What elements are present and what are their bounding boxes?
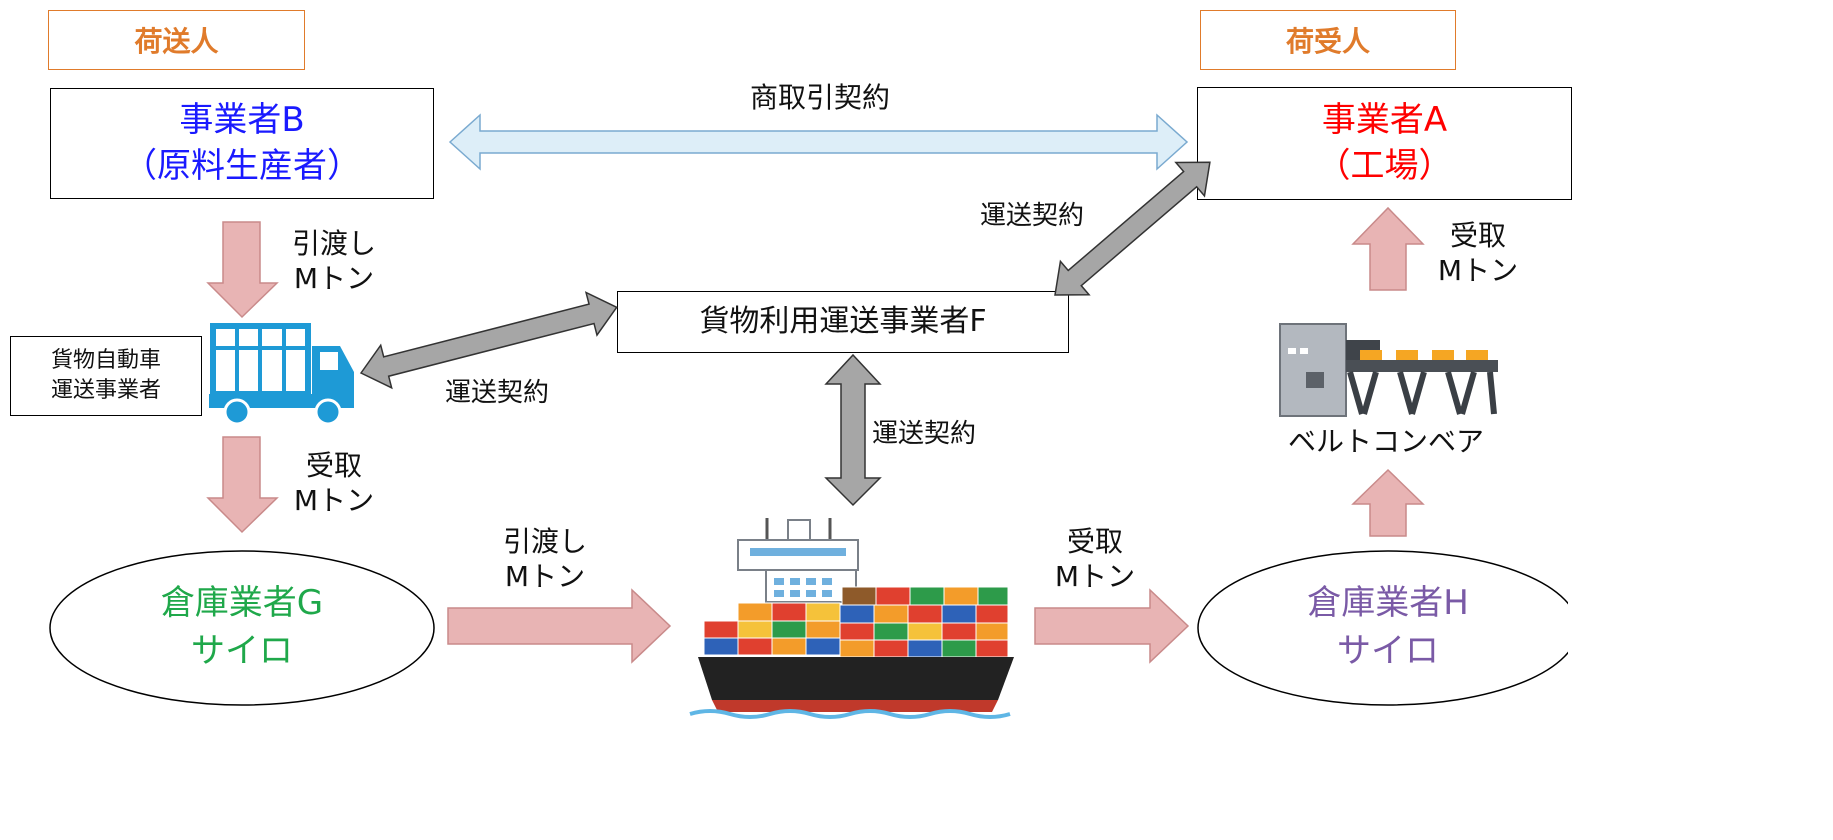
flow-g-to-ship-label: 引渡し Mトン bbox=[490, 524, 600, 594]
warehouse-g-ellipse bbox=[49, 550, 435, 706]
flow-truck-to-g-label: 受取 Mトン bbox=[284, 448, 384, 518]
warehouse-h-name: 倉庫業者H bbox=[1307, 583, 1469, 623]
business-a-subtitle: （工場） bbox=[1316, 145, 1453, 186]
warehouse-g-name: 倉庫業者G bbox=[160, 583, 324, 623]
business-b-subtitle: （原料生産者） bbox=[123, 145, 361, 186]
contract-f-to-truck-label: 運送契約 bbox=[445, 378, 550, 408]
truck-operator-line1: 貨物自動車 bbox=[50, 348, 161, 374]
truck-icon bbox=[209, 323, 354, 426]
flow-conveyor-to-a-label: 受取 Mトン bbox=[1428, 218, 1528, 288]
diagram-graphics bbox=[49, 113, 1568, 719]
business-a-name: 事業者A bbox=[1321, 99, 1448, 140]
flow-conveyor-to-a-line1: 受取 bbox=[1449, 219, 1506, 252]
flow-arrow-b-to-truck bbox=[206, 221, 279, 319]
shipper-role-label: 荷送人 bbox=[48, 10, 305, 70]
truck-operator-line2: 運送事業者 bbox=[50, 378, 161, 403]
flow-g-to-ship-line2: Mトン bbox=[504, 560, 586, 593]
flow-ship-to-h-line1: 受取 bbox=[1066, 525, 1123, 558]
flow-ship-to-h-label: 受取 Mトン bbox=[1045, 524, 1145, 594]
warehouse-h-ellipse bbox=[1197, 550, 1568, 706]
flow-arrow-truck-to-g bbox=[206, 436, 279, 534]
contract-arrow-f-to-ship bbox=[824, 353, 882, 507]
business-a-box: 事業者A （工場） bbox=[1197, 87, 1572, 200]
flow-truck-to-g-line2: Mトン bbox=[293, 484, 375, 517]
freight-forwarder-f-box: 貨物利用運送事業者F bbox=[617, 291, 1069, 353]
container-ship-icon bbox=[689, 518, 1014, 719]
flow-b-to-truck-label: 引渡し Mトン bbox=[284, 226, 384, 296]
warehouse-h-subtitle: サイロ bbox=[1337, 630, 1439, 671]
flow-arrow-conveyor-to-a bbox=[1351, 206, 1425, 291]
flow-ship-to-h-line2: Mトン bbox=[1054, 560, 1136, 593]
warehouse-g-subtitle: サイロ bbox=[191, 630, 293, 671]
consignee-role-label: 荷受人 bbox=[1200, 10, 1456, 70]
flow-arrow-h-to-conveyor bbox=[1351, 468, 1425, 537]
truck-operator-box: 貨物自動車 運送事業者 bbox=[10, 336, 202, 416]
flow-g-to-ship-line1: 引渡し bbox=[502, 525, 587, 558]
flow-arrow-ship-to-h bbox=[1034, 588, 1190, 664]
warehouse-g-label: 倉庫業者G サイロ bbox=[90, 580, 394, 675]
freight-forwarder-f-name: 貨物利用運送事業者F bbox=[699, 303, 987, 339]
flow-b-to-truck-line2: Mトン bbox=[293, 262, 375, 295]
belt-conveyor-icon bbox=[1279, 323, 1498, 417]
contract-arrow-f-to-truck bbox=[359, 291, 618, 390]
commercial-contract-arrow bbox=[448, 113, 1189, 171]
flow-b-to-truck-line1: 引渡し bbox=[291, 227, 376, 260]
conveyor-label: ベルトコンベア bbox=[1288, 425, 1485, 458]
flow-arrow-g-to-ship bbox=[447, 588, 672, 664]
commercial-contract-label: 商取引契約 bbox=[749, 81, 890, 114]
business-b-name: 事業者B bbox=[179, 99, 305, 140]
contract-arrow-f-to-a bbox=[1054, 161, 1211, 296]
flow-conveyor-to-a-line2: Mトン bbox=[1437, 254, 1519, 287]
flow-truck-to-g-line1: 受取 bbox=[305, 449, 362, 482]
warehouse-h-label: 倉庫業者H サイロ bbox=[1238, 580, 1538, 675]
contract-f-to-a-label: 運送契約 bbox=[980, 201, 1085, 231]
contract-f-to-ship-label: 運送契約 bbox=[872, 419, 977, 449]
business-b-box: 事業者B （原料生産者） bbox=[50, 88, 434, 199]
